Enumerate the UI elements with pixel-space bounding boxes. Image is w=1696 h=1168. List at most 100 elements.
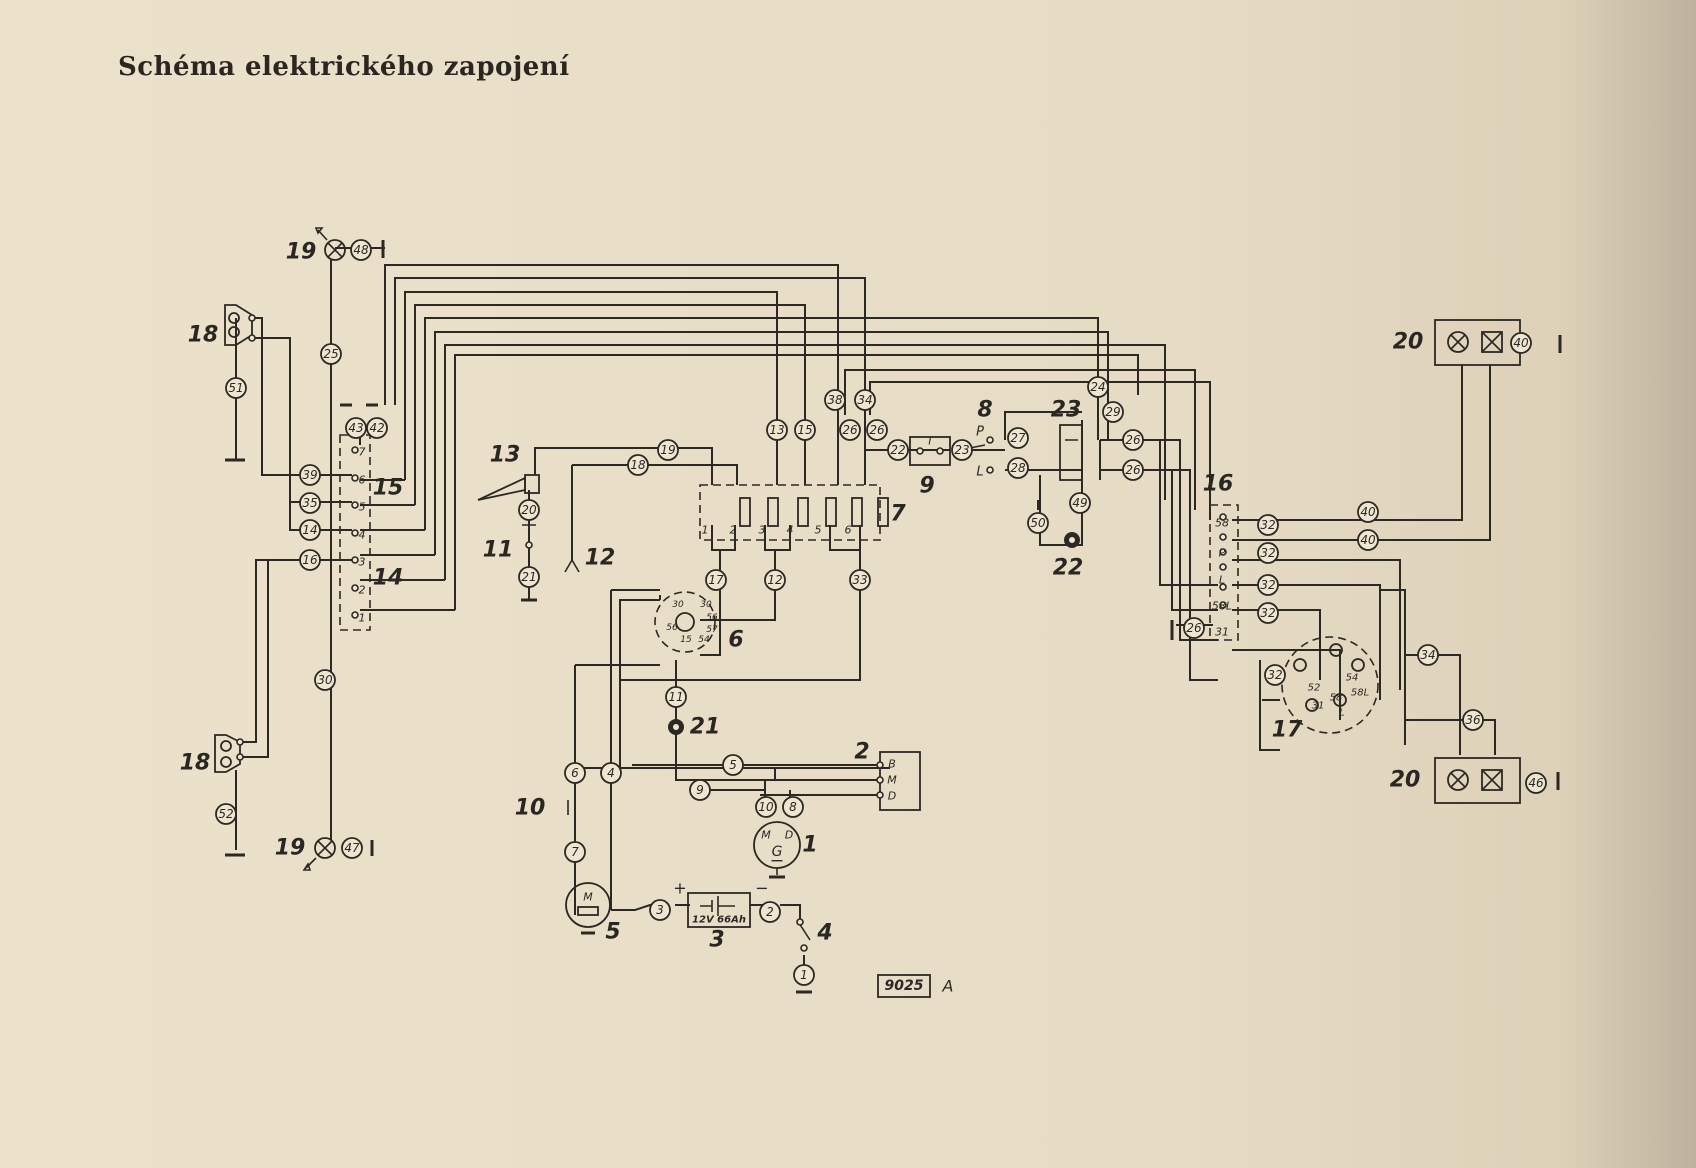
lamp-19-top — [314, 227, 385, 261]
wire-node-circle — [649, 899, 671, 921]
wire-node-n46: 46 — [1525, 772, 1547, 794]
wire-node-circle — [705, 569, 727, 591]
wire-node-circle — [299, 549, 321, 571]
wire-node-n6: 6 — [564, 762, 586, 784]
battery-switch-4 — [796, 918, 812, 994]
reg-b: B — [888, 758, 896, 771]
sw15-t7: 7 — [359, 446, 366, 459]
wire-node-label: 7 — [571, 845, 579, 859]
component-label-c20b: 20 — [1390, 768, 1421, 793]
wire-node-label: 12 — [767, 573, 782, 587]
wire-node-n25: 25 — [320, 343, 342, 365]
sw15-t2: 2 — [359, 584, 366, 597]
wire-node-label: 18 — [630, 458, 646, 472]
wire-node-circle — [518, 499, 540, 521]
sw15-t4: 4 — [359, 529, 366, 542]
component-label-c21: 21 — [690, 715, 721, 740]
wire-node-label: 27 — [1010, 431, 1026, 445]
wire-node-circle — [1087, 376, 1109, 398]
wire-node-circle — [1257, 514, 1279, 536]
wire-node-label: 51 — [228, 381, 243, 395]
reg-m: M — [887, 774, 897, 787]
ign-30a: 30 — [672, 600, 684, 610]
wire-node-n23: 23 — [951, 439, 973, 461]
plug-12 — [564, 559, 580, 573]
wire-node-circle — [564, 841, 586, 863]
wire-node-label: 33 — [852, 573, 867, 587]
wire-node-n26a: 26 — [839, 419, 861, 441]
wire-node-circle — [1183, 617, 1205, 639]
wire-node-n32c: 32 — [1257, 574, 1279, 596]
wire-node-label: 8 — [789, 800, 797, 814]
wire-node-n19: 19 — [657, 439, 679, 461]
gen-m: M — [761, 829, 771, 842]
ignition-switch-6 — [654, 591, 716, 653]
wire-node-circle — [1525, 772, 1547, 794]
wire-node-circle — [1257, 542, 1279, 564]
wire-node-label: 32 — [1260, 578, 1275, 592]
wire-node-label: 50 — [1030, 516, 1046, 530]
wire-node-label: 2 — [766, 905, 774, 919]
gen-d: D — [785, 829, 793, 842]
wire-node-n22: 22 — [887, 439, 909, 461]
page-title: Schéma elektrického zapojení — [118, 52, 570, 82]
wire-node-n43: 43 — [345, 417, 367, 439]
component-label-c10: 10 — [515, 796, 546, 821]
wire-node-label: 26 — [1186, 621, 1202, 635]
ign-56b: 56 — [666, 623, 678, 633]
wire-node-n16: 16 — [299, 549, 321, 571]
wire-node-circle — [839, 419, 861, 441]
wire-node-circle — [849, 569, 871, 591]
wire-node-circle — [225, 377, 247, 399]
wire-node-n32d: 32 — [1257, 602, 1279, 624]
sw16-p: P — [1219, 547, 1226, 560]
component-label-c7: 7 — [890, 502, 906, 527]
wire-node-circle — [657, 439, 679, 461]
lamp17-52: 52 — [1308, 683, 1321, 694]
component-label-c17: 17 — [1272, 718, 1303, 743]
ign-56a: 56 — [706, 613, 718, 623]
wire-node-circle — [314, 669, 336, 691]
warning-lamp-22 — [1064, 532, 1080, 548]
wire-node-label: 29 — [1105, 405, 1120, 419]
battery-3 — [687, 892, 751, 928]
component-label-c18b: 18 — [180, 751, 211, 776]
wire-node-label: 40 — [1360, 533, 1376, 547]
wire-node-circle — [1417, 644, 1439, 666]
sw8-l: L — [976, 465, 983, 480]
wire-node-circle — [299, 519, 321, 541]
wire-node-circle — [755, 796, 777, 818]
regulator-2 — [876, 751, 921, 811]
component-label-c2: 2 — [854, 740, 869, 765]
fuse-t5: 5 — [815, 524, 822, 537]
wire-node-label: 35 — [302, 496, 317, 510]
fuse-t6: 6 — [845, 524, 852, 537]
battery-rating: 12V 66Ah — [692, 915, 746, 926]
wire-node-n40a: 40 — [1510, 332, 1532, 354]
wire-node-label: 6 — [571, 766, 579, 780]
wire-node-n4: 4 — [600, 762, 622, 784]
wire-node-label: 43 — [348, 421, 363, 435]
wire-node-label: 25 — [323, 347, 338, 361]
wire-node-circle — [1257, 574, 1279, 596]
wire-node-label: 38 — [827, 393, 843, 407]
wire-node-circle — [299, 464, 321, 486]
wire-node-n35: 35 — [299, 492, 321, 514]
wire-node-label: 47 — [344, 841, 360, 855]
wire-node-n29: 29 — [1102, 401, 1124, 423]
wire-node-label: 20 — [521, 503, 537, 517]
component-label-c8: 8 — [977, 398, 992, 423]
wire-node-label: 52 — [218, 807, 233, 821]
lamp17-58: 58 — [1330, 693, 1343, 704]
component-label-c12: 12 — [585, 546, 616, 571]
component-label-c19a: 19 — [286, 240, 317, 265]
wire-node-circle — [564, 762, 586, 784]
wire-node-n50: 50 — [1027, 512, 1049, 534]
ign-30b: 30 — [700, 600, 712, 610]
sw8-p: P — [976, 425, 984, 440]
wire-node-circle — [854, 389, 876, 411]
wire-node-circle — [759, 901, 781, 923]
component-label-c15: 15 — [373, 476, 404, 501]
wire-node-n24: 24 — [1087, 376, 1109, 398]
